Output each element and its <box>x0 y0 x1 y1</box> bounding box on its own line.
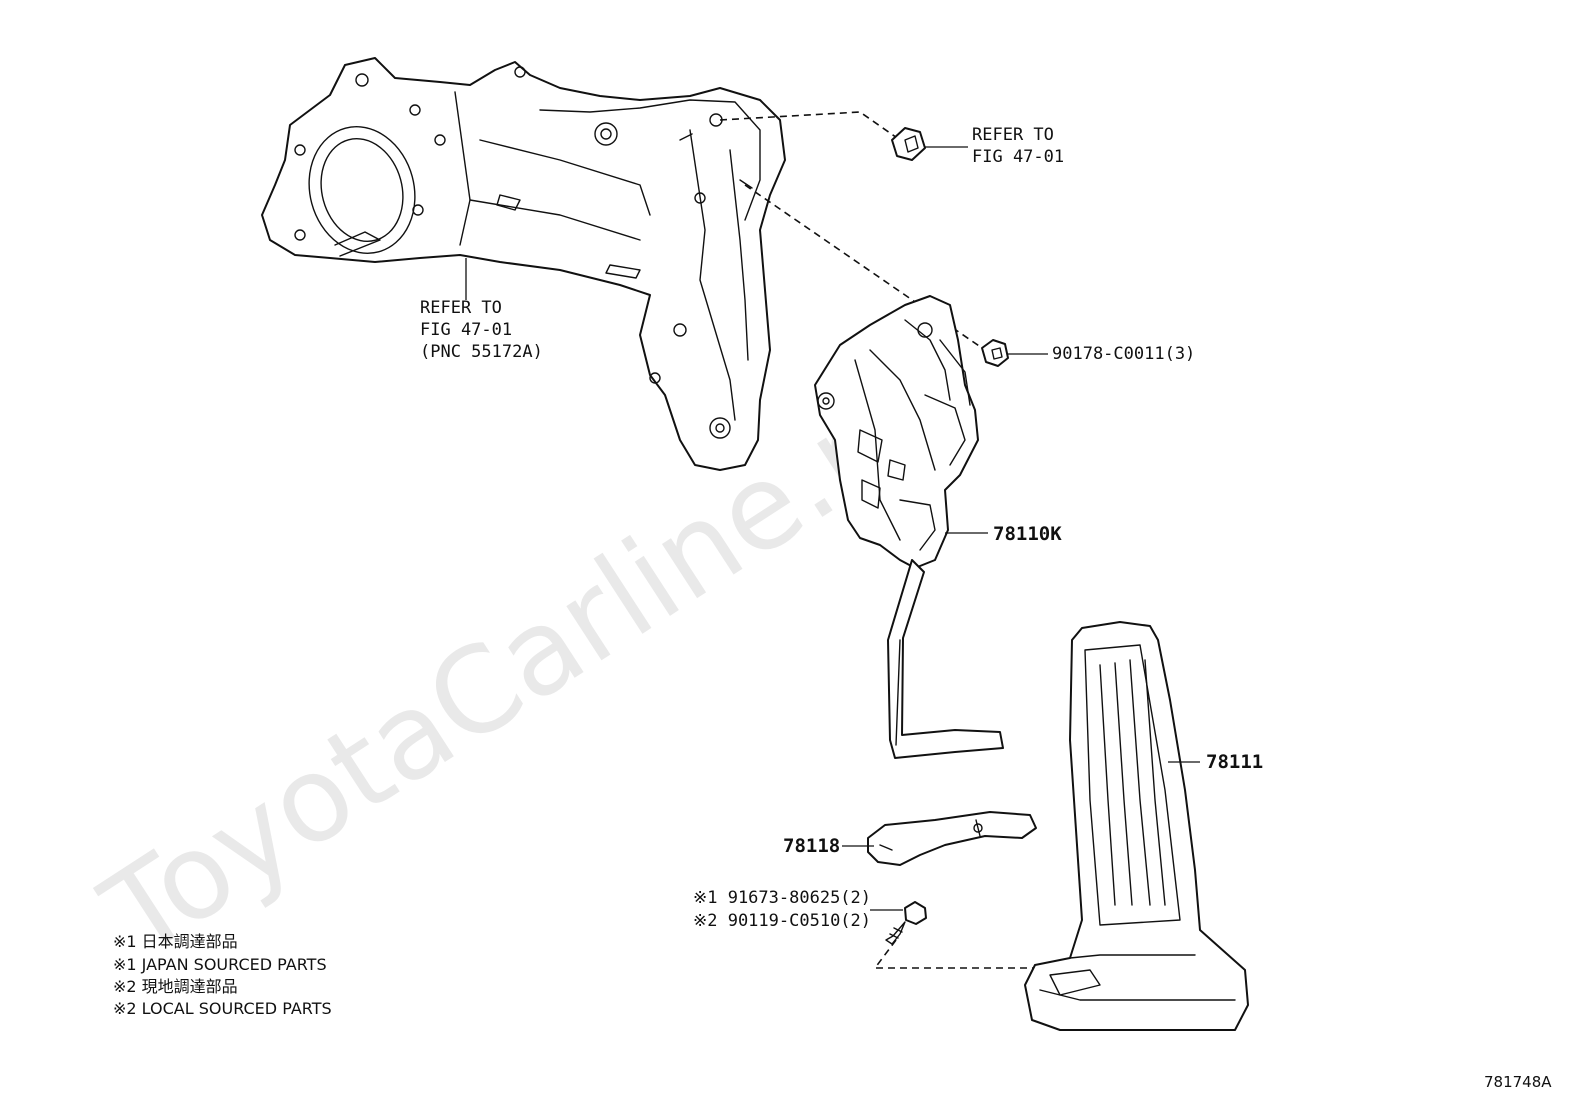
refer-left-line3: (PNC 55172A) <box>420 342 543 362</box>
bolt <box>885 901 927 945</box>
note-japan-jp: ※1 日本調達部品 <box>113 932 238 951</box>
note-local-jp: ※2 現地調達部品 <box>113 977 238 996</box>
note-local-en: ※2 LOCAL SOURCED PARTS <box>113 999 332 1018</box>
bracket-cover <box>867 811 1037 866</box>
nut-part-number: 90178-C0011(3) <box>1052 344 1195 364</box>
flange-nut-90178 <box>981 339 1009 367</box>
flange-nut-top <box>891 127 926 161</box>
refer-top-line2: FIG 47-01 <box>972 147 1064 167</box>
bolt-part-number-2: ※2 90119-C0510(2) <box>693 911 871 931</box>
dashed-line-bolt <box>873 939 1080 969</box>
pedal-pad-part-number: 78111 <box>1206 751 1263 773</box>
figure-code: 781748A <box>1484 1073 1552 1091</box>
pedal-assembly-part-number: 78110K <box>993 523 1062 545</box>
refer-top-line1: REFER TO <box>972 125 1054 145</box>
dashed-line-top-nut <box>719 111 901 141</box>
dash-panel-bracket <box>261 57 786 471</box>
refer-left-line1: REFER TO <box>420 298 502 318</box>
note-japan-en: ※1 JAPAN SOURCED PARTS <box>113 955 327 974</box>
refer-left-line2: FIG 47-01 <box>420 320 512 340</box>
accelerator-pedal-pad <box>1024 621 1249 1031</box>
bolt-part-number-1: ※1 91673-80625(2) <box>693 888 871 908</box>
accelerator-pedal-assembly <box>814 295 1004 759</box>
bracket-cover-part-number: 78118 <box>783 835 840 857</box>
